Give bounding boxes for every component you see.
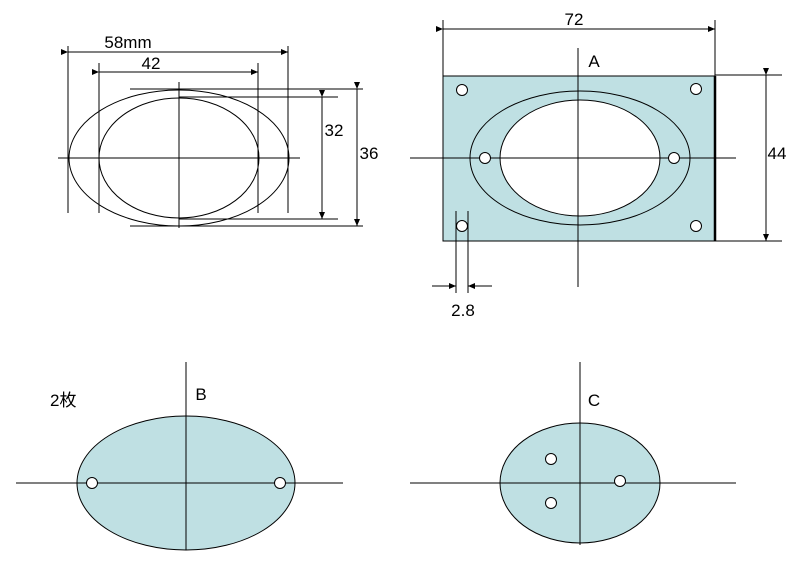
dim-label-44: 44 bbox=[768, 144, 787, 163]
hole bbox=[86, 477, 98, 489]
hole bbox=[668, 152, 680, 164]
dim-label-2-8: 2.8 bbox=[451, 301, 475, 320]
dim-label-36: 36 bbox=[360, 144, 379, 163]
label-c: C bbox=[588, 391, 600, 410]
hole bbox=[614, 475, 626, 487]
dim-label-42: 42 bbox=[142, 54, 161, 73]
quantity-label: 2枚 bbox=[50, 391, 76, 410]
top-left-drawing: 58mm 42 32 36 bbox=[58, 33, 378, 228]
hole bbox=[545, 453, 557, 465]
label-b: B bbox=[195, 385, 206, 404]
plate-b-drawing: B 2枚 bbox=[16, 362, 343, 551]
dim-label-58mm: 58mm bbox=[104, 33, 151, 52]
hole bbox=[456, 220, 468, 232]
dim-label-72: 72 bbox=[565, 10, 584, 29]
label-a: A bbox=[588, 52, 600, 71]
hole bbox=[545, 497, 557, 509]
plate-a-drawing: A 72 44 2.8 bbox=[410, 10, 786, 320]
hole bbox=[479, 152, 491, 164]
plate-c-drawing: C bbox=[410, 362, 736, 545]
hole bbox=[690, 220, 702, 232]
hole bbox=[690, 83, 702, 95]
hole bbox=[456, 84, 468, 96]
dim-label-32: 32 bbox=[325, 121, 344, 140]
hole bbox=[274, 477, 286, 489]
